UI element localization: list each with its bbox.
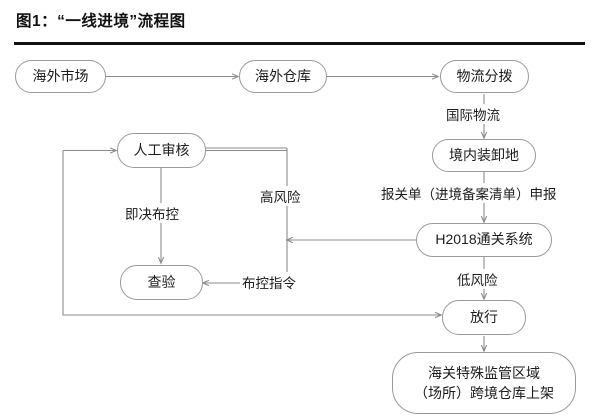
node-h2018-system[interactable]: H2018通关系统 [416,223,552,257]
edge-label-declaration: 报关单（进境备案清单）申报 [379,183,559,203]
edge-label-control-order: 布控指令 [240,272,298,292]
node-logistics-sorting[interactable]: 物流分拨 [440,60,529,93]
node-inspection[interactable]: 查验 [120,265,203,300]
node-bonded-warehouse[interactable]: 海关特殊监管区域 （场所）跨境仓库上架 [392,352,576,414]
edge-label-high-risk: 高风险 [258,186,303,206]
edge-label-low-risk: 低风险 [455,269,500,289]
figure-title: 图1：“一线进境”流程图 [16,13,186,30]
node-overseas-market[interactable]: 海外市场 [15,60,106,93]
node-domestic-loading[interactable]: 境内装卸地 [432,139,536,172]
node-overseas-warehouse[interactable]: 海外仓库 [239,60,327,93]
bonded-warehouse-line1: 海关特殊监管区域 [428,364,540,381]
node-release[interactable]: 放行 [442,300,526,335]
bonded-warehouse-line2: （场所）跨境仓库上架 [414,385,554,401]
node-manual-review[interactable]: 人工审核 [117,133,206,168]
title-divider [14,42,585,45]
edge-label-international-logistics: 国际物流 [444,104,502,124]
edge-label-immediate-control: 即决布控 [123,203,181,223]
